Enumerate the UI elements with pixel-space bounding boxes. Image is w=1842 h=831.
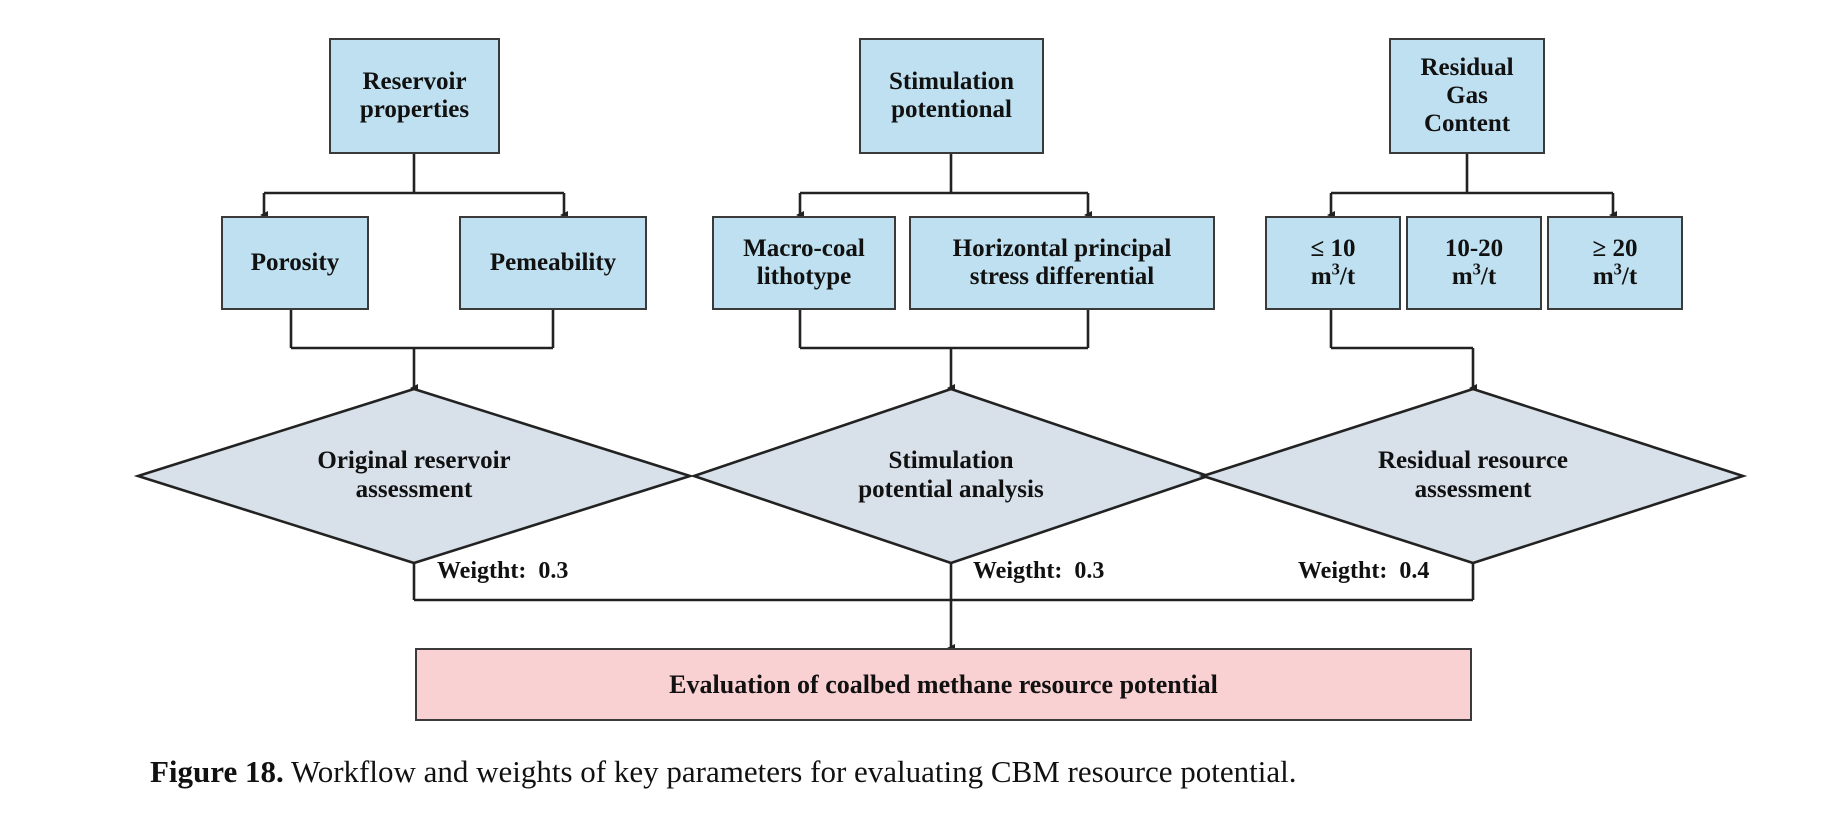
weight-text: Weigtht: <box>1298 558 1388 584</box>
line: ≥ 20 <box>1592 235 1638 262</box>
node-gas-content-ge-20[interactable]: ≥ 20 m3/t <box>1547 216 1683 310</box>
unit: m3/t <box>1451 259 1497 290</box>
node-reservoir-properties-label: Reservoir properties <box>360 68 469 124</box>
diamond-residual-resource <box>1198 387 1748 565</box>
figure-caption-text: Workflow and weights of key parameters f… <box>283 754 1297 789</box>
line: ≤ 10 <box>1310 235 1356 262</box>
diamond-original-reservoir <box>133 387 695 565</box>
node-gas-content-10-20[interactable]: 10-20 m3/t <box>1406 216 1542 310</box>
line: Macro-coal <box>743 235 865 262</box>
node-pemeability-label: Pemeability <box>489 249 617 276</box>
weight-label-stimulation: Weigtht: 0.3 <box>973 558 1104 585</box>
unit: m3/t <box>1592 259 1638 290</box>
weight-value: 0.3 <box>538 558 569 584</box>
weight-value: 0.3 <box>1074 558 1105 584</box>
figure-number: Figure 18. <box>150 754 284 789</box>
weight-label-residual: Weigtht: 0.4 <box>1298 558 1429 585</box>
node-horizontal-principal-stress-differential[interactable]: Horizontal principal stress differential <box>909 216 1215 310</box>
weight-label-reservoir: Weigtht: 0.3 <box>437 558 568 585</box>
line: Stimulation <box>888 68 1015 95</box>
line: properties <box>359 96 470 123</box>
line: potentional <box>891 96 1012 123</box>
node-stimulation-potentional[interactable]: Stimulation potentional <box>859 38 1044 154</box>
line: lithotype <box>756 263 852 290</box>
node-residual-gas-content[interactable]: Residual Gas Content <box>1389 38 1545 154</box>
node-macro-coal-lithotype[interactable]: Macro-coal lithotype <box>712 216 896 310</box>
unit: m3/t <box>1310 259 1356 290</box>
line: Content <box>1423 110 1511 137</box>
node-evaluation-result-label: Evaluation of coalbed methane resource p… <box>669 669 1218 699</box>
node-evaluation-result[interactable]: Evaluation of coalbed methane resource p… <box>415 648 1472 721</box>
node-porosity-label: Porosity <box>250 249 340 276</box>
node-gas-content-le-10[interactable]: ≤ 10 m3/t <box>1265 216 1401 310</box>
line: Horizontal principal <box>952 235 1172 262</box>
line: Reservoir <box>362 68 467 95</box>
weight-value: 0.4 <box>1399 558 1430 584</box>
weight-text: Weigtht: <box>437 558 527 584</box>
line: Residual <box>1420 54 1514 81</box>
line: Gas <box>1446 82 1488 109</box>
node-pemeability[interactable]: Pemeability <box>459 216 647 310</box>
line: 10-20 <box>1444 235 1504 262</box>
weight-text: Weigtht: <box>973 558 1063 584</box>
line: stress differential <box>969 263 1155 290</box>
diamond-stimulation-potential <box>689 387 1213 565</box>
node-reservoir-properties[interactable]: Reservoir properties <box>329 38 500 154</box>
node-porosity[interactable]: Porosity <box>221 216 369 310</box>
figure-caption: Figure 18. Workflow and weights of key p… <box>150 754 1297 790</box>
